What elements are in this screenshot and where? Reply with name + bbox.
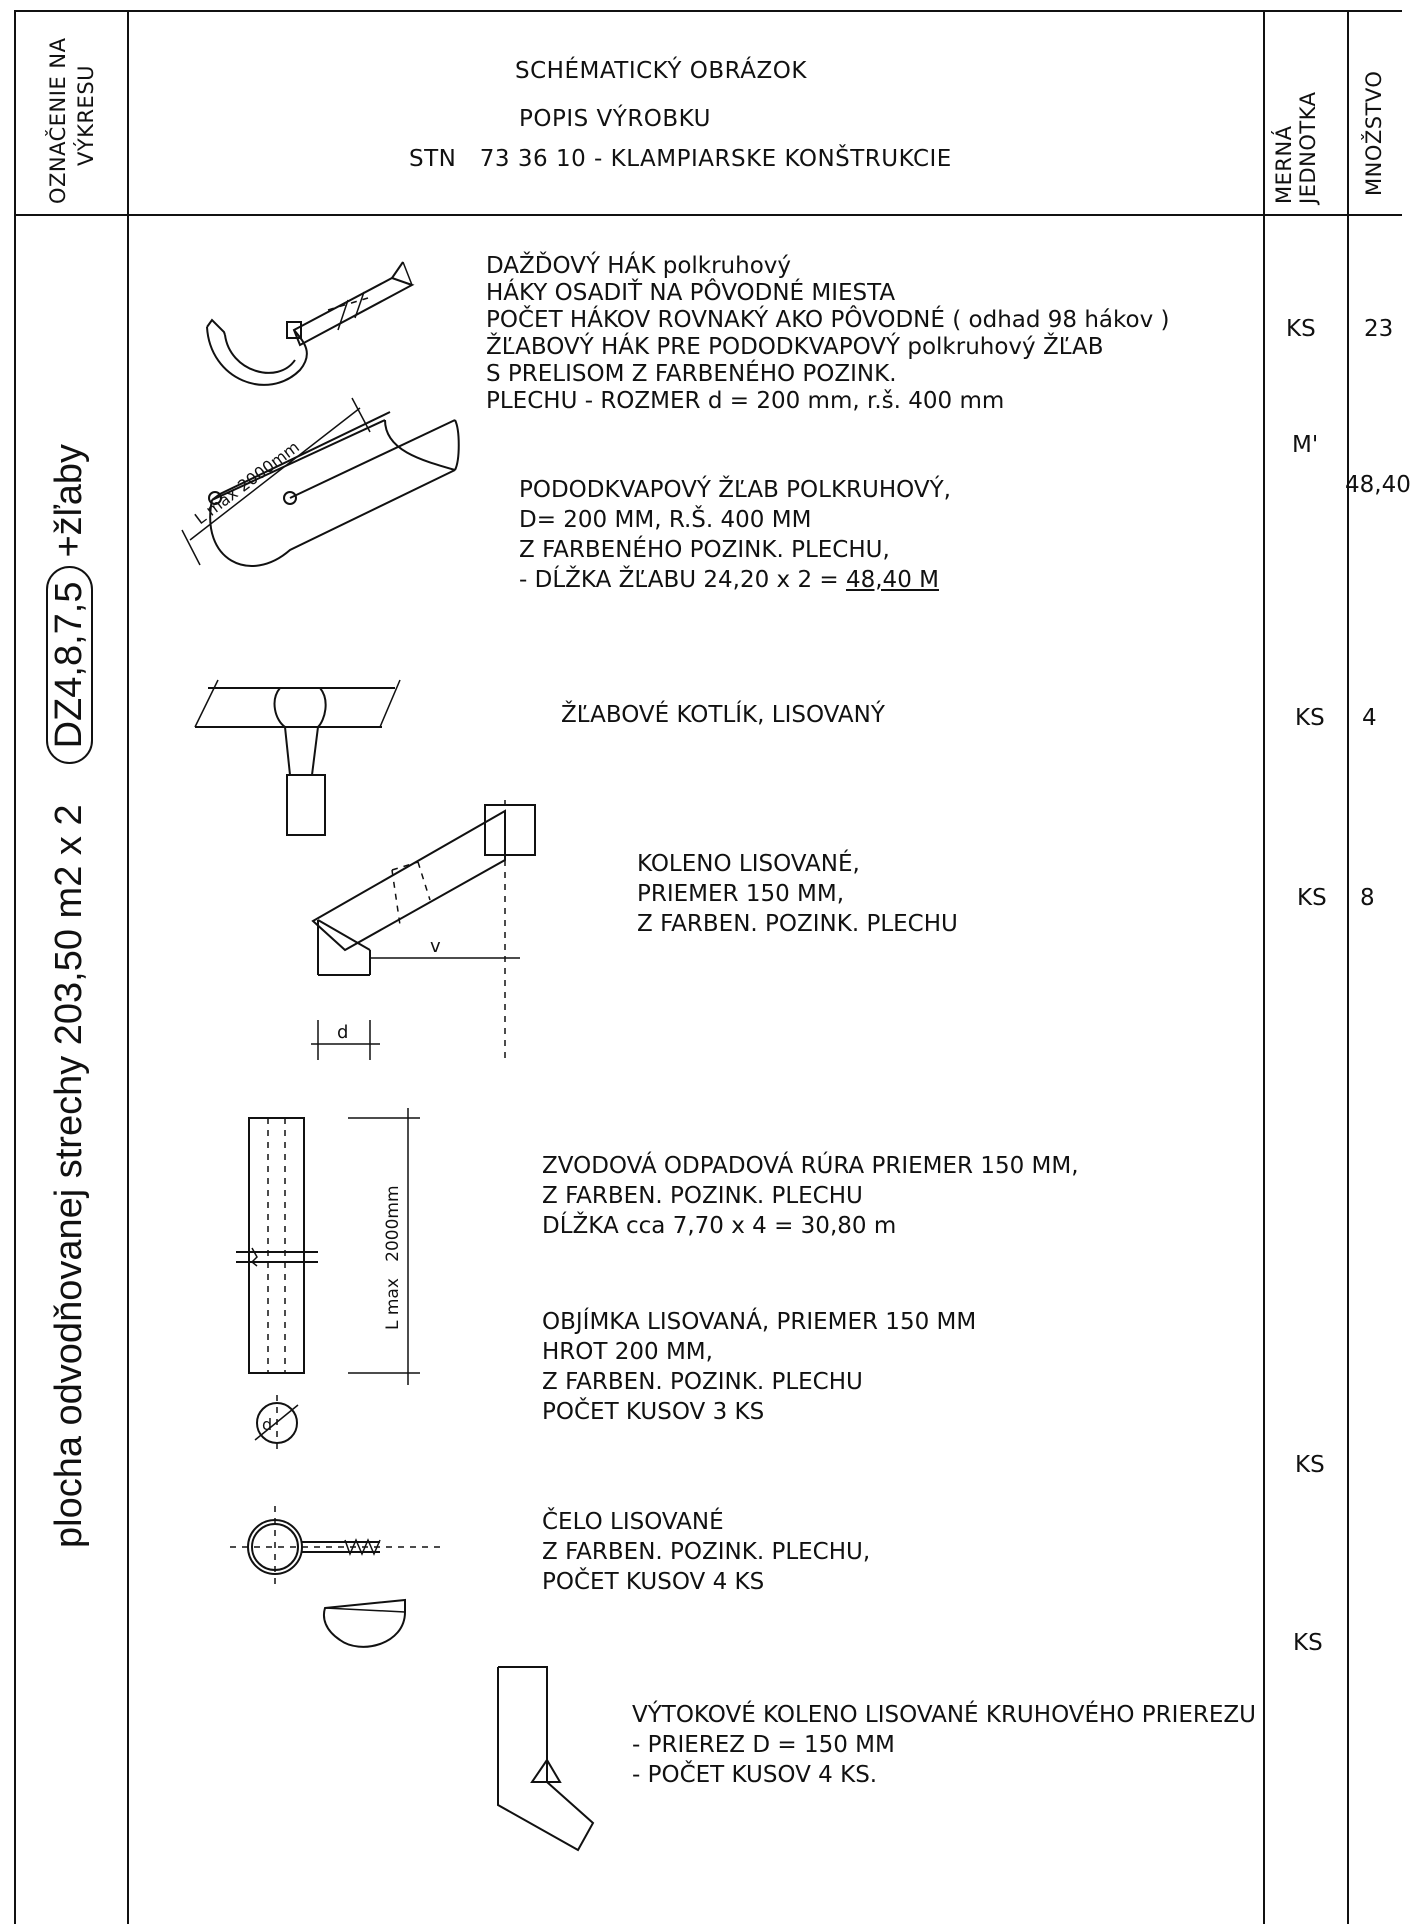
- clamp-d-label: d: [262, 1415, 272, 1434]
- item-7-unit: KS: [1293, 1630, 1323, 1656]
- elbow-d-label: d: [337, 1022, 348, 1043]
- pipe-length-label: L max 2000mm: [383, 1185, 403, 1330]
- item-2-qty: 48,40: [1345, 472, 1411, 498]
- item-4-description: KOLENO LISOVANÉ, PRIEMER 150 MM, Z FARBE…: [637, 851, 958, 937]
- clamp-drawing: [230, 1506, 445, 1588]
- item-4-qty: 8: [1360, 885, 1375, 911]
- end-cap-drawing: [322, 1598, 406, 1648]
- item-7-description: ČELO LISOVANÉ Z FARBEN. POZINK. PLECHU, …: [542, 1509, 871, 1595]
- gutter-outlet-drawing: [194, 679, 401, 836]
- frame-left: [14, 10, 16, 1924]
- elbow-drawing: d v: [311, 800, 536, 1060]
- frame-top: [14, 10, 1402, 12]
- downpipe-drawing: L max 2000mm: [236, 1108, 420, 1385]
- item-5-description: ZVODOVÁ ODPADOVÁ RÚRA PRIEMER 150 MM, Z …: [542, 1153, 1079, 1239]
- rain-hook-drawing: [206, 261, 415, 386]
- header-bottom: [14, 214, 1402, 216]
- col-divider-3: [1347, 10, 1349, 1924]
- item-3-qty: 4: [1362, 705, 1377, 731]
- col-divider-2: [1263, 10, 1265, 1924]
- item-1-unit: KS: [1286, 316, 1316, 342]
- elbow-v-label: v: [430, 936, 441, 957]
- col-divider-1: [127, 10, 129, 1924]
- item-1-description: DAŽĎOVÝ HÁK polkruhový HÁKY OSADIŤ NA PÔ…: [486, 253, 1170, 414]
- item-6-unit: KS: [1295, 1452, 1325, 1478]
- item-6-description: OBJÍMKA LISOVANÁ, PRIEMER 150 MM HROT 20…: [542, 1309, 977, 1425]
- item-2-unit: M': [1292, 432, 1319, 458]
- item-4-unit: KS: [1297, 885, 1327, 911]
- gutter-length-label: L max 2000mm: [191, 437, 303, 528]
- item-1-qty: 23: [1364, 316, 1394, 342]
- item-3-description: ŽĽABOVÉ KOTLÍK, LISOVANÝ: [561, 702, 885, 728]
- item-8-description: VÝTOKOVÉ KOLENO LISOVANÉ KRUHOVÉHO PRIER…: [632, 1702, 1257, 1788]
- gutter-drawing: L max 2000mm: [181, 397, 460, 567]
- item-3-unit: KS: [1295, 705, 1325, 731]
- outlet-elbow-drawing: [497, 1666, 595, 1852]
- header-title-1: SCHÉMATICKÝ OBRÁZOK: [515, 58, 807, 84]
- pipe-section-drawing: d: [254, 1395, 299, 1450]
- header-title-2: POPIS VÝROBKU: [519, 106, 711, 132]
- header-title-3: STN 73 36 10 - KLAMPIARSKE KONŠTRUKCIE: [409, 146, 952, 172]
- gutter-length-total: 48,40 M: [845, 567, 939, 593]
- item-2-description: PODODKVAPOVÝ ŽĽAB POLKRUHOVÝ, D= 200 MM,…: [519, 477, 951, 593]
